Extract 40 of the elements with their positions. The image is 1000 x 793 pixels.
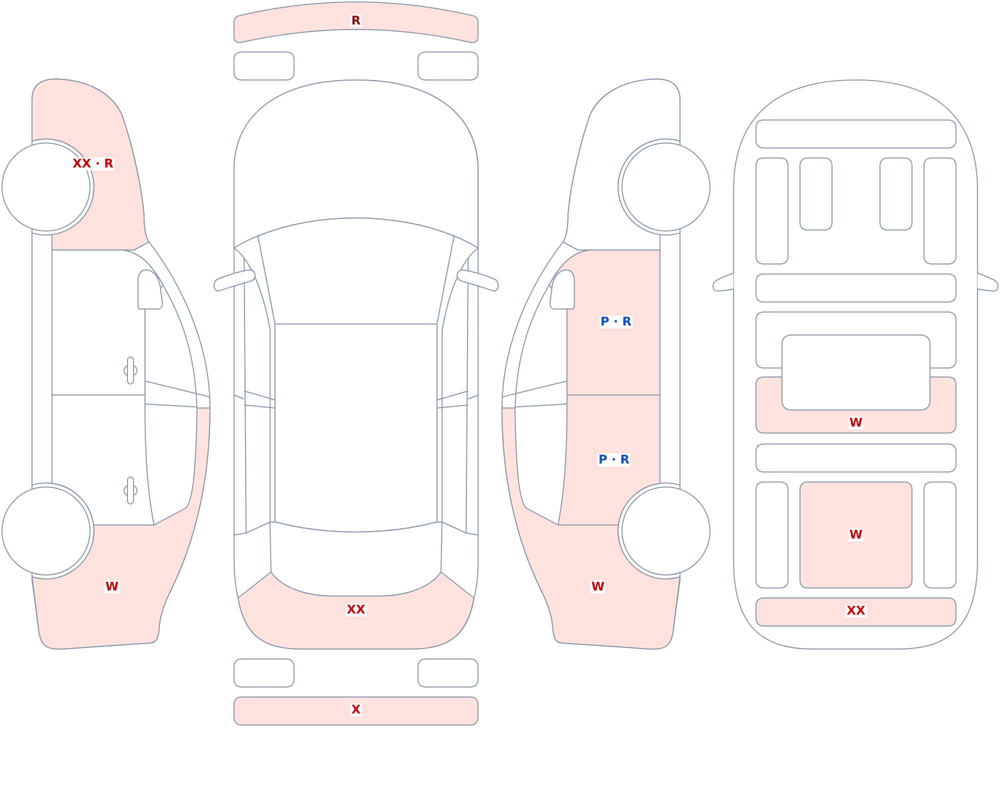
damage-code: W [590, 580, 606, 594]
part-box [417, 51, 479, 81]
damage-code: P · R [598, 454, 630, 466]
part-box [781, 334, 931, 411]
part-box [233, 51, 295, 81]
body-panel [269, 521, 443, 597]
part-box [417, 658, 479, 688]
marked-part-box [233, 696, 479, 726]
part-box [923, 481, 957, 589]
damage-code: X [350, 704, 362, 716]
marked-part-box [233, 0, 479, 44]
part-box [923, 157, 957, 265]
marked-body-panel [237, 571, 475, 650]
part-box [755, 481, 789, 589]
marked-body-panel [548, 249, 661, 396]
damage-code: W [104, 580, 120, 594]
damage-code: XX · R [72, 158, 114, 170]
body-panel [274, 323, 438, 533]
marked-part-box [755, 597, 957, 627]
marked-body-panel [31, 78, 150, 251]
marked-body-panel [557, 394, 661, 526]
part-box [755, 273, 957, 303]
body-panel [562, 78, 681, 251]
damage-code: W [848, 528, 864, 542]
part-box [233, 658, 295, 688]
damage-code: P · R [600, 316, 632, 328]
damage-code: XX [346, 604, 366, 616]
body-panel [51, 394, 155, 526]
body-panel [257, 217, 455, 325]
damage-code: R [350, 14, 362, 28]
marked-part-box [799, 481, 913, 589]
marked-body-panel [31, 407, 211, 650]
part-box [755, 157, 789, 265]
damage-code: W [848, 416, 864, 430]
part-box [879, 157, 913, 231]
part-box [755, 119, 957, 149]
damage-code: XX [846, 604, 866, 618]
body-panel [233, 79, 479, 249]
part-box [799, 157, 833, 231]
part-box [755, 443, 957, 473]
